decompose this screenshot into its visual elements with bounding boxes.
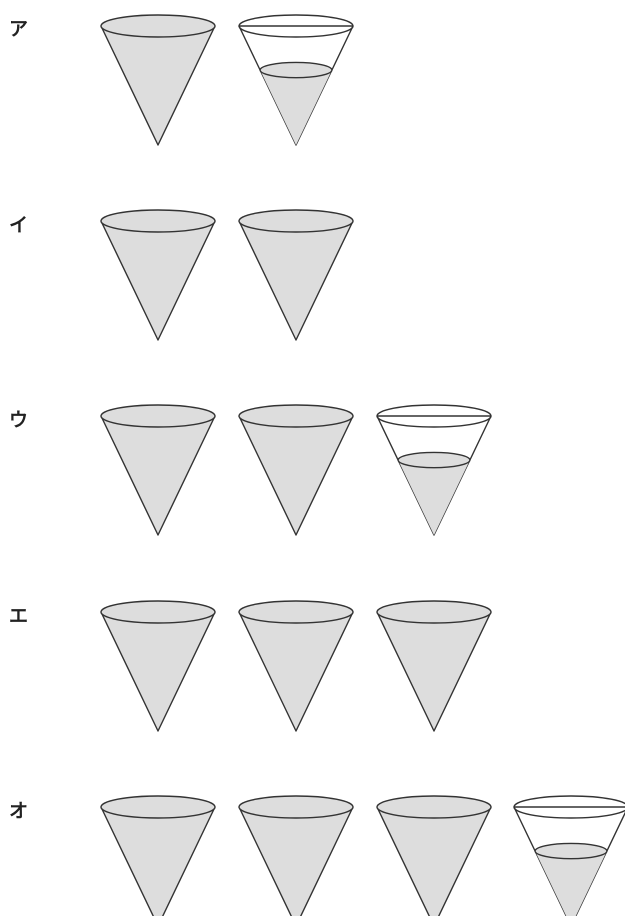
option-label-o: オ [9,800,29,822]
full-cone-cup [376,600,492,732]
liquid-body [260,70,332,145]
liquid-surface [259,61,333,79]
cone-body [100,806,216,920]
partially-filled-cone-cup [376,404,492,536]
option-label-e: エ [9,605,29,627]
full-cone-cup [238,600,354,732]
liquid-surface [238,209,354,233]
liquid-surface [100,209,216,233]
option-label-a: ア [9,18,29,40]
option-label-u: ウ [9,409,29,431]
full-cone-cup [100,600,216,732]
cone-body [376,611,492,732]
liquid-surface [100,14,216,38]
full-cone-cup [238,795,354,920]
cone-body [376,806,492,920]
cup-rim [238,14,354,38]
liquid-surface [100,404,216,428]
liquid-body [398,460,470,535]
partially-filled-cone-cup [513,795,625,920]
cone-body [238,806,354,920]
liquid-surface [376,600,492,624]
liquid-surface [238,600,354,624]
full-cone-cup [100,404,216,536]
full-cone-cup [100,14,216,146]
cup-rim [513,795,625,819]
liquid-surface [397,451,471,469]
liquid-surface [100,600,216,624]
liquid-surface [238,795,354,819]
cone-body [100,25,216,146]
partially-filled-cone-cup [238,14,354,146]
liquid-surface [100,795,216,819]
full-cone-cup [100,209,216,341]
full-cone-cup [100,795,216,920]
liquid-surface [534,842,608,860]
cone-body [238,611,354,732]
cone-body [100,220,216,341]
full-cone-cup [238,209,354,341]
cone-body [100,611,216,732]
full-cone-cup [376,795,492,920]
liquid-surface [376,795,492,819]
liquid-body [535,851,607,920]
liquid-surface [238,404,354,428]
cone-body [238,220,354,341]
cone-body [238,415,354,536]
cup-rim [376,404,492,428]
cone-body [100,415,216,536]
option-label-i: イ [9,214,29,236]
full-cone-cup [238,404,354,536]
